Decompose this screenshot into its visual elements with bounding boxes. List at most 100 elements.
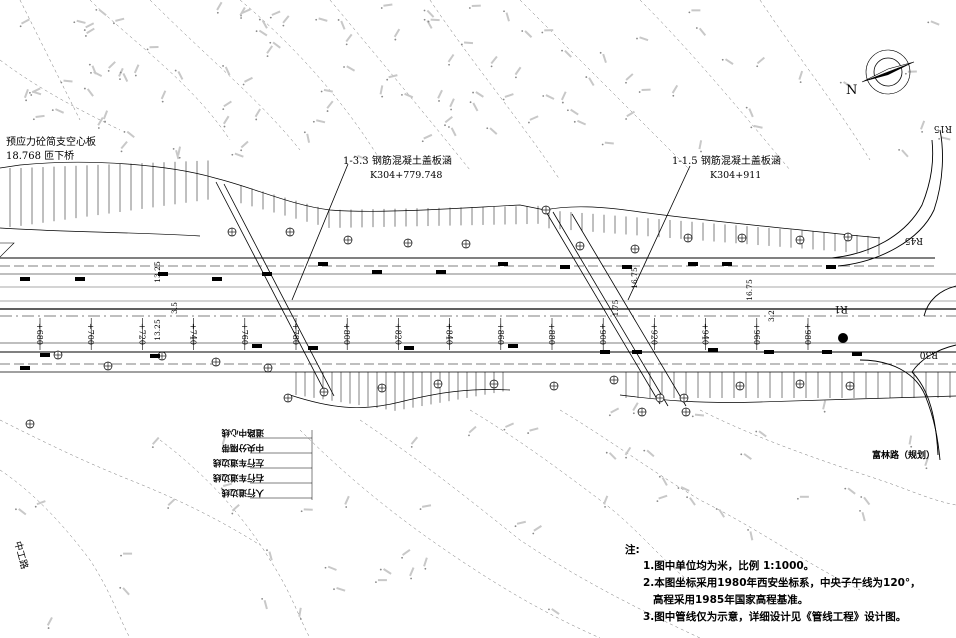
width-label: 3.2 [767,310,776,322]
bridge-label-line1: 预应力砼简支空心板 [6,135,96,148]
station-label: +840 [445,323,454,345]
road-name-label: 富林路（规划） [872,449,935,461]
station-label: +920 [649,323,658,345]
road-fillslope [0,371,956,411]
lane-marker [826,265,836,269]
note-2: 2.本图坐标采用1980年西安坐标系，中央子午线为120°， [643,577,921,589]
cross-section-label: 右行车道边线 [212,472,265,483]
lane-marker [262,272,272,276]
cross-section-label: 左行车道边线 [212,457,265,468]
note-1: 1.图中单位均为米，比例 1:1000。 [643,560,815,572]
survey-marker [735,381,745,391]
station-label: +760 [240,323,249,345]
mainline-road [0,242,956,365]
survey-markers [20,205,862,429]
curve-label-r30: R30 [919,349,938,359]
lane-marker [560,265,570,269]
station-label: +900 [598,323,607,345]
width-label: 16.75 [630,267,639,289]
notes-heading: 注: [625,544,640,556]
station-label: +740 [189,323,198,345]
survey-marker [683,233,693,243]
station-label: +980 [803,323,812,345]
width-label: 16.75 [745,279,754,301]
station-label: +780 [291,323,300,345]
note-2-cont: 高程采用1985年国家高程基准。 [653,594,809,606]
lane-marker [764,350,774,354]
survey-marker [433,379,443,389]
note-3: 3.图中管线仅为示意，详细设计见《管线工程》设计图。 [643,611,907,623]
width-label: 1.75 [611,299,620,316]
lane-marker [318,262,328,266]
lane-marker [40,353,50,357]
elevation-points [15,1,951,629]
compass-north-letter: N [846,83,857,98]
culvert-1-title: 1-3.3 钢筋混凝土盖板涵 [343,154,452,167]
station-ticks: +680+700+720+740+760+780+800+820+840+860… [35,318,812,350]
lane-marker [372,270,382,274]
cross-section-label: 人行道边线 [221,487,264,498]
station-label: +720 [137,323,146,345]
lane-marker [436,270,446,274]
survey-marker [795,379,805,389]
culvert-1-station: K304+779.748 [370,170,442,181]
survey-marker [263,363,273,373]
lane-marker [852,352,862,356]
culvert-2-station: K304+911 [710,170,761,181]
survey-marker [25,419,35,429]
road-cutslope [0,160,881,255]
survey-marker [103,361,113,371]
lane-marker [632,350,642,354]
north-arrow: N [846,49,915,98]
lane-marker [252,344,262,348]
survey-marker [319,387,329,397]
survey-marker [575,241,585,251]
curve-label-r1: R1 [834,303,848,314]
lane-marker [308,346,318,350]
survey-marker [549,381,559,391]
lane-marker [150,354,160,358]
survey-marker [227,227,237,237]
lane-marker [822,350,832,354]
survey-marker [630,244,640,254]
lane-marker [688,262,698,266]
station-label: +700 [86,323,95,345]
survey-marker [461,239,471,249]
intersection-curves [831,129,956,461]
station-label: +940 [701,323,710,345]
lane-marker [212,277,222,281]
station-label: +800 [342,323,351,345]
lane-marker [722,262,732,266]
lane-marker [20,366,30,370]
survey-marker [403,238,413,248]
lane-marker [498,262,508,266]
survey-marker [795,235,805,245]
culvert-diagonals [215,163,691,407]
lane-marker [600,350,610,354]
culvert-2-title: 1-1.5 钢筋混凝土盖板涵 [672,154,781,167]
survey-marker [53,350,63,360]
lane-marker [508,344,518,348]
cross-section-label: 道路中心线 [221,427,264,438]
survey-marker [845,381,855,391]
survey-marker [681,407,691,417]
width-label: 13.25 [153,319,162,341]
survey-marker [843,232,853,242]
bridge-label-line2: 18.768 匝下桥 [6,150,74,162]
survey-marker [211,357,221,367]
curve-label-r45: R45 [904,235,923,245]
lane-marker [158,272,168,276]
station-label: +820 [393,323,402,345]
lane-marker [75,277,85,281]
survey-marker [637,407,647,417]
survey-marker [679,393,689,403]
survey-marker [489,379,499,389]
station-label: +880 [547,323,556,345]
station-label: +680 [35,323,44,345]
survey-marker [737,233,747,243]
